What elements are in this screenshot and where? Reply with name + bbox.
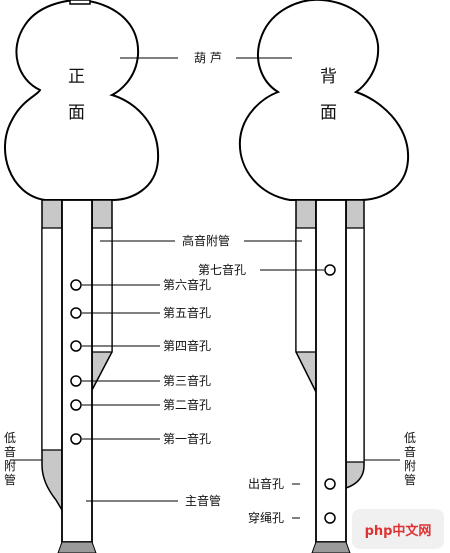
label-hole-7: 第七音孔	[198, 262, 246, 277]
front-view	[3, 0, 160, 553]
label-back-2: 面	[320, 103, 337, 123]
label-high-pipe: 高音附管	[182, 233, 230, 248]
label-exit-hole: 出音孔	[248, 476, 284, 491]
label-low-pipe-left-4: 管	[4, 472, 16, 487]
leader-lines	[10, 57, 400, 519]
label-low-pipe-right-4: 管	[404, 472, 416, 487]
label-front-1: 正	[68, 67, 85, 87]
label-low-pipe-left-3: 附	[4, 459, 16, 473]
front-gourd	[3, 0, 160, 201]
label-low-pipe-right-2: 音	[404, 444, 416, 459]
label-low-pipe-left-1: 低	[4, 431, 16, 445]
label-hole-3: 第三音孔	[163, 373, 211, 388]
label-hole-1: 第一音孔	[163, 431, 211, 446]
label-rope-hole: 穿绳孔	[248, 510, 284, 525]
label-low-pipe-right-1: 低	[404, 431, 416, 445]
label-hole-6: 第六音孔	[163, 277, 211, 292]
hole-7	[324, 264, 336, 276]
hole-2	[70, 399, 82, 411]
label-gourd: 葫 芦	[194, 51, 222, 65]
back-view	[238, 0, 410, 553]
label-back-1: 背	[320, 67, 337, 87]
label-hole-5: 第五音孔	[163, 305, 211, 320]
hole-4	[70, 340, 82, 352]
exit-hole-circle	[324, 478, 336, 490]
label-front-2: 面	[68, 103, 85, 123]
label-low-pipe-left-2: 音	[4, 444, 16, 459]
rope-hole-circle	[324, 512, 336, 524]
hole-1	[70, 433, 82, 445]
watermark-logo: php中文网	[352, 509, 444, 549]
hole-5	[70, 307, 82, 319]
back-main-pipe	[315, 199, 347, 543]
front-main-pipe	[61, 199, 93, 543]
hole-6	[70, 279, 82, 291]
hole-3	[70, 375, 82, 387]
label-hole-4: 第四音孔	[163, 338, 211, 353]
label-low-pipe-right-3: 附	[404, 459, 416, 473]
label-hole-2: 第二音孔	[163, 397, 211, 412]
label-main-pipe: 主音管	[185, 493, 221, 508]
back-gourd	[238, 0, 410, 201]
